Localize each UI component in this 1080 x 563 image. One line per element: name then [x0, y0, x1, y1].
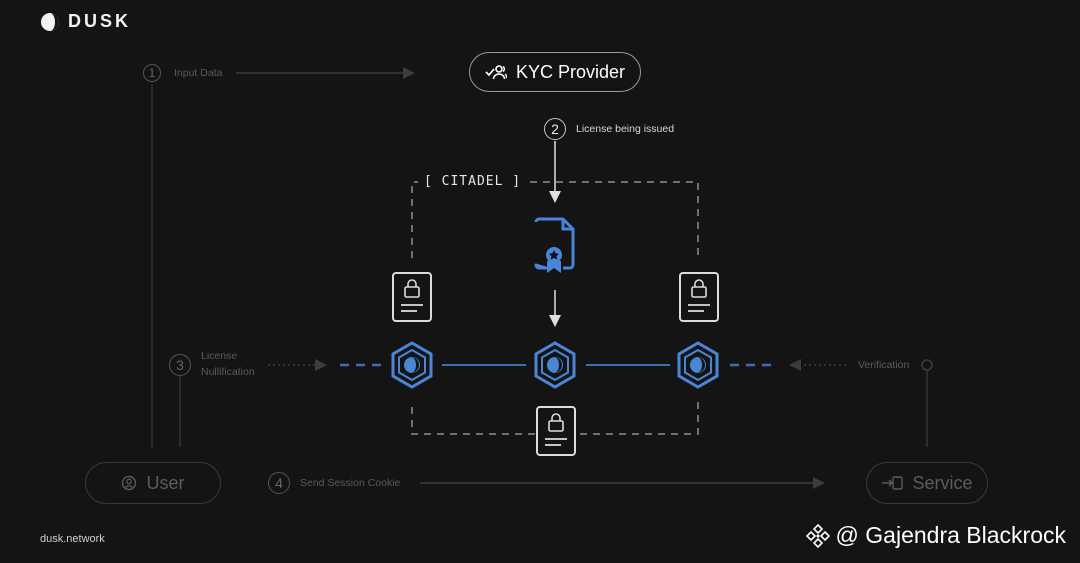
- verification-label: Verification: [858, 359, 910, 371]
- step-2-label: License being issued: [576, 123, 675, 135]
- dusk-logo-icon: [41, 12, 59, 31]
- brand-logo[interactable]: DUSK: [40, 11, 131, 32]
- kyc-provider-node[interactable]: KYC Provider: [469, 52, 641, 92]
- user-node[interactable]: User: [85, 462, 221, 504]
- document-lock-icon: [679, 272, 719, 322]
- step-1-badge: 1: [143, 64, 161, 82]
- step-3-label-line2: Nullification: [201, 366, 255, 378]
- document-lock-icon: [392, 272, 432, 322]
- step-3-badge: 3: [169, 354, 191, 376]
- network-node-icon: [534, 341, 576, 389]
- login-icon: [882, 476, 904, 490]
- network-node-icon: [677, 341, 719, 389]
- verification-dot: [921, 359, 933, 371]
- user-check-icon: [485, 65, 507, 80]
- citadel-label: [ CITADEL ]: [420, 174, 526, 189]
- license-certificate-icon: [534, 217, 575, 273]
- step-2-badge: 2: [544, 118, 566, 140]
- step-4-label: Send Session Cookie: [300, 477, 401, 489]
- user-circle-icon: [122, 475, 137, 491]
- watermark: @ Gajendra Blackrock: [805, 522, 1066, 549]
- footer-url[interactable]: dusk.network: [40, 533, 105, 545]
- step-1-label: Input Data: [174, 67, 223, 79]
- step-3-label-line1: License: [201, 350, 238, 362]
- service-node[interactable]: Service: [866, 462, 988, 504]
- kyc-provider-label: KYC Provider: [515, 61, 626, 82]
- step-4-badge: 4: [268, 472, 290, 494]
- document-lock-icon: [536, 406, 576, 456]
- binance-icon: [805, 523, 830, 548]
- network-node-icon: [391, 341, 433, 389]
- watermark-text: @ Gajendra Blackrock: [835, 522, 1066, 548]
- user-label: User: [146, 472, 185, 493]
- brand-name: DUSK: [68, 11, 132, 31]
- service-label: Service: [912, 472, 973, 493]
